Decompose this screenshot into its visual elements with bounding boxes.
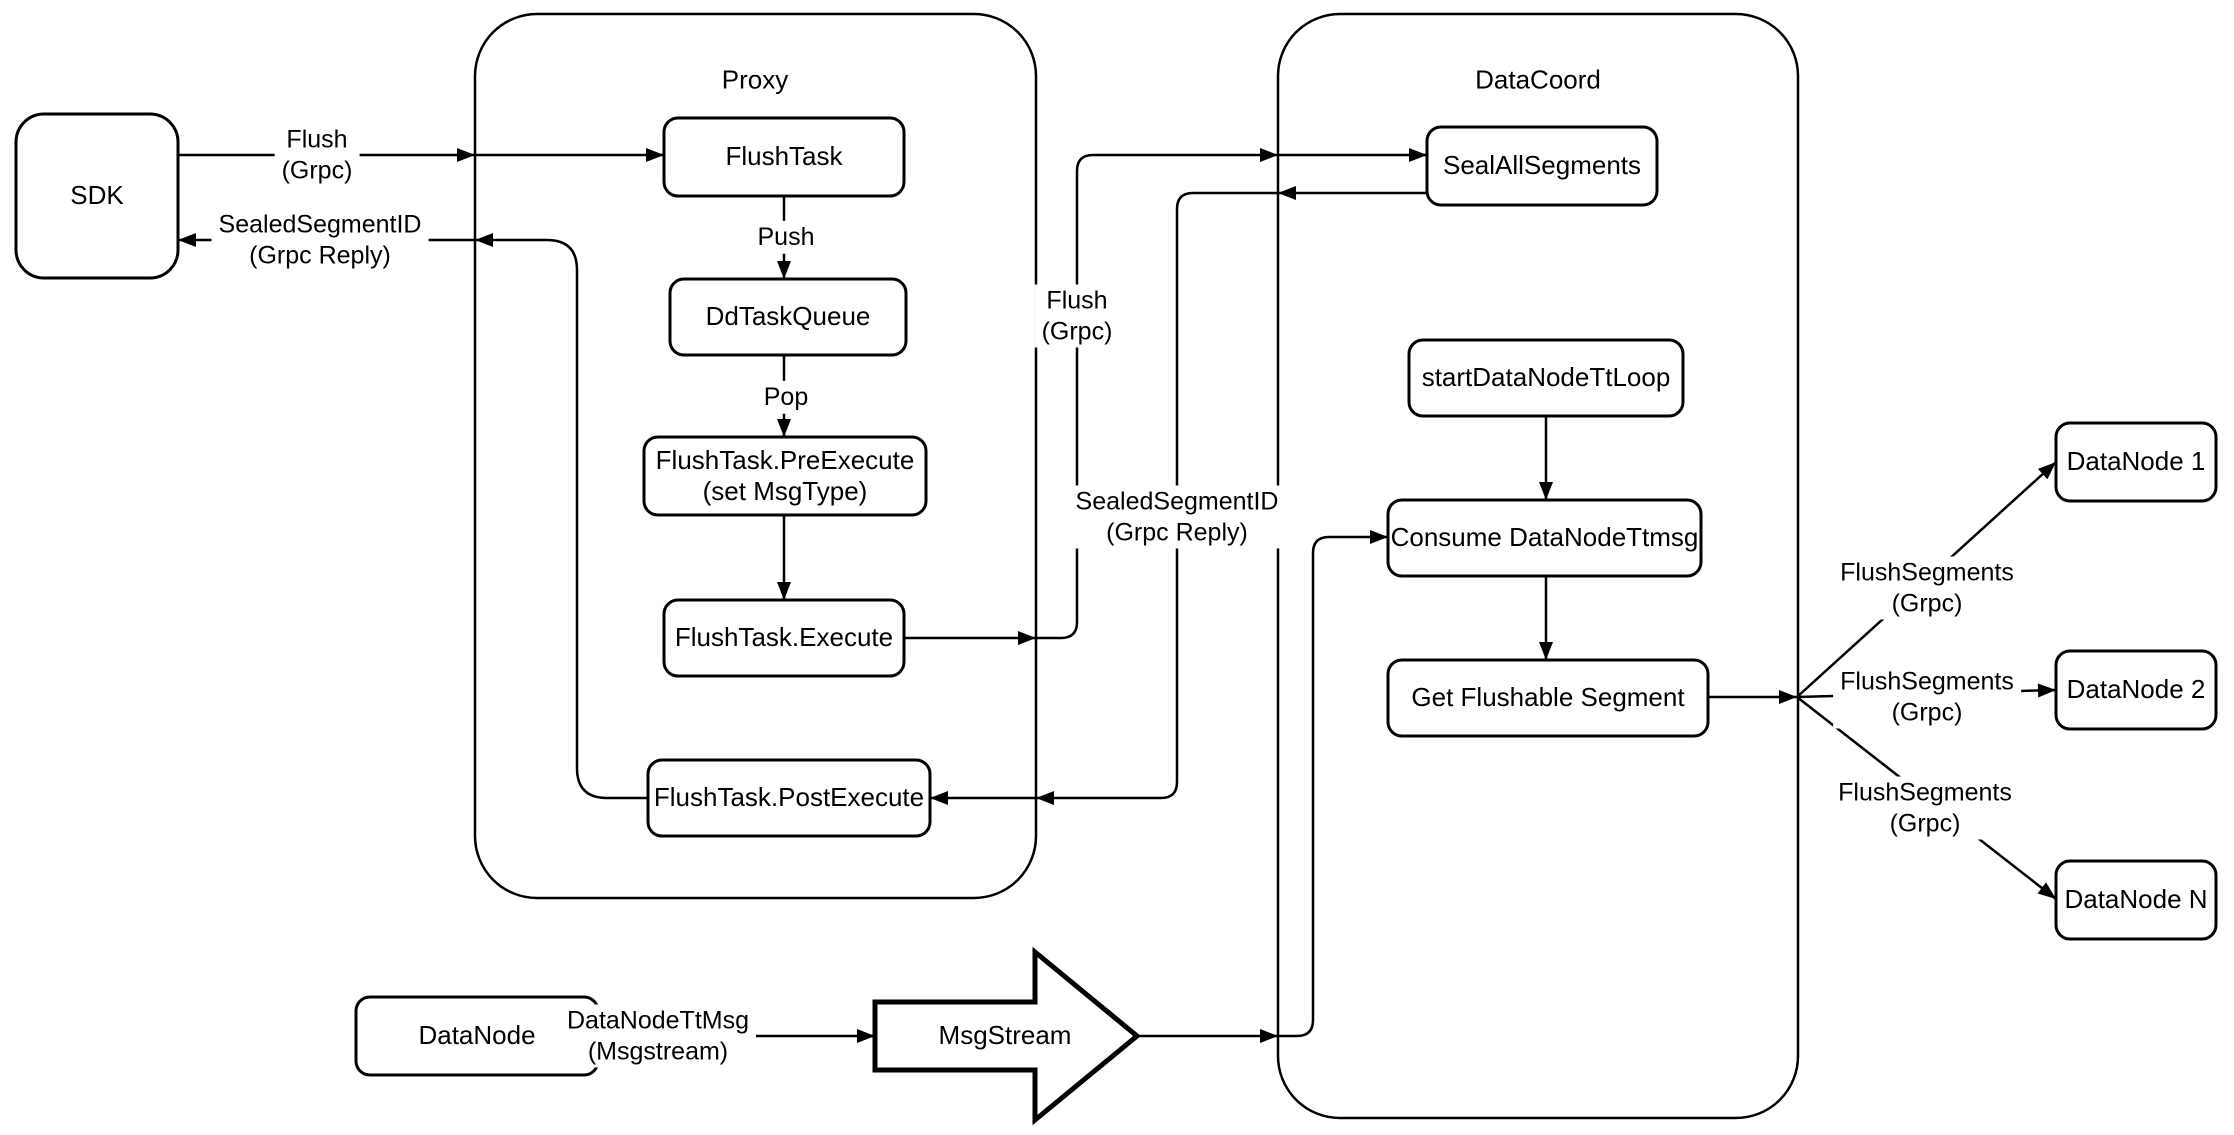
edge-label-flushsegments-1: FlushSegments (Grpc) xyxy=(1833,556,2021,620)
edge-label-flush-grpc-left: Flush (Grpc) xyxy=(274,123,360,187)
msgstream-label: MsgStream xyxy=(938,1020,1072,1051)
edge-label-sealedsegmentid-mid: SealedSegmentID (Grpc Reply) xyxy=(1068,485,1286,549)
flushtask-label: FlushTask xyxy=(725,141,843,172)
sdk-node xyxy=(14,112,180,280)
edge-label-flush-grpc-mid: Flush (Grpc) xyxy=(1034,284,1120,348)
edge-msgstream-to-consume xyxy=(1278,530,1388,1038)
postexecute-node xyxy=(646,758,932,838)
edge-postexecute-to-proxy-boundary xyxy=(475,233,648,800)
ddtaskqueue-label: DdTaskQueue xyxy=(705,301,871,332)
datanoden-node xyxy=(2054,859,2218,941)
preexecute-label: FlushTask.PreExecute (set MsgType) xyxy=(655,444,915,506)
edge-label-pop: Pop xyxy=(756,380,816,414)
execute-node xyxy=(662,598,906,678)
sealallsegments-label: SealAllSegments xyxy=(1443,150,1641,181)
edge-label-flushsegments-2: FlushSegments (Grpc) xyxy=(1833,665,2021,729)
nodes-group xyxy=(14,112,2218,1077)
preexecute-node xyxy=(642,435,928,517)
datanode1-label: DataNode 1 xyxy=(2066,446,2206,477)
startdatanodettloop-label: startDataNodeTtLoop xyxy=(1421,362,1671,393)
datanode2-label: DataNode 2 xyxy=(2066,674,2206,705)
flushtask-node xyxy=(662,116,906,198)
edge-label-flushsegments-3: FlushSegments (Grpc) xyxy=(1831,776,2019,840)
edge-label-datanodettmsg: DataNodeTtMsg (Msgstream) xyxy=(559,1004,757,1068)
ddtaskqueue-node xyxy=(668,277,908,357)
edge-label-sealedsegmentid-left: SealedSegmentID (Grpc Reply) xyxy=(211,208,429,272)
postexecute-label: FlushTask.PostExecute xyxy=(653,782,925,813)
getflushablesegment-node xyxy=(1386,658,1710,738)
proxy-container xyxy=(473,12,1038,900)
datacoord-title: DataCoord xyxy=(1475,64,1601,95)
msgstream-block-arrow xyxy=(872,946,1141,1126)
execute-label: FlushTask.Execute xyxy=(674,622,894,653)
consume-datanodettmsg-label: Consume DataNodeTtmsg xyxy=(1390,522,1699,553)
startdatanodettloop-node xyxy=(1407,338,1685,418)
datanode-label: DataNode xyxy=(418,1020,536,1051)
datanode1-node xyxy=(2054,421,2218,503)
proxy-title: Proxy xyxy=(721,64,789,95)
datanoden-label: DataNode N xyxy=(2064,884,2208,915)
getflushablesegment-label: Get Flushable Segment xyxy=(1411,682,1685,713)
consume-datanodettmsg-node xyxy=(1386,498,1703,578)
datanode2-node xyxy=(2054,649,2218,731)
sdk-label: SDK xyxy=(70,180,124,211)
edge-label-push: Push xyxy=(750,220,822,254)
datacoord-container xyxy=(1276,12,1800,1120)
sealallsegments-node xyxy=(1425,125,1659,207)
edge-flush-to-datacoord-boundary xyxy=(1036,148,1278,640)
